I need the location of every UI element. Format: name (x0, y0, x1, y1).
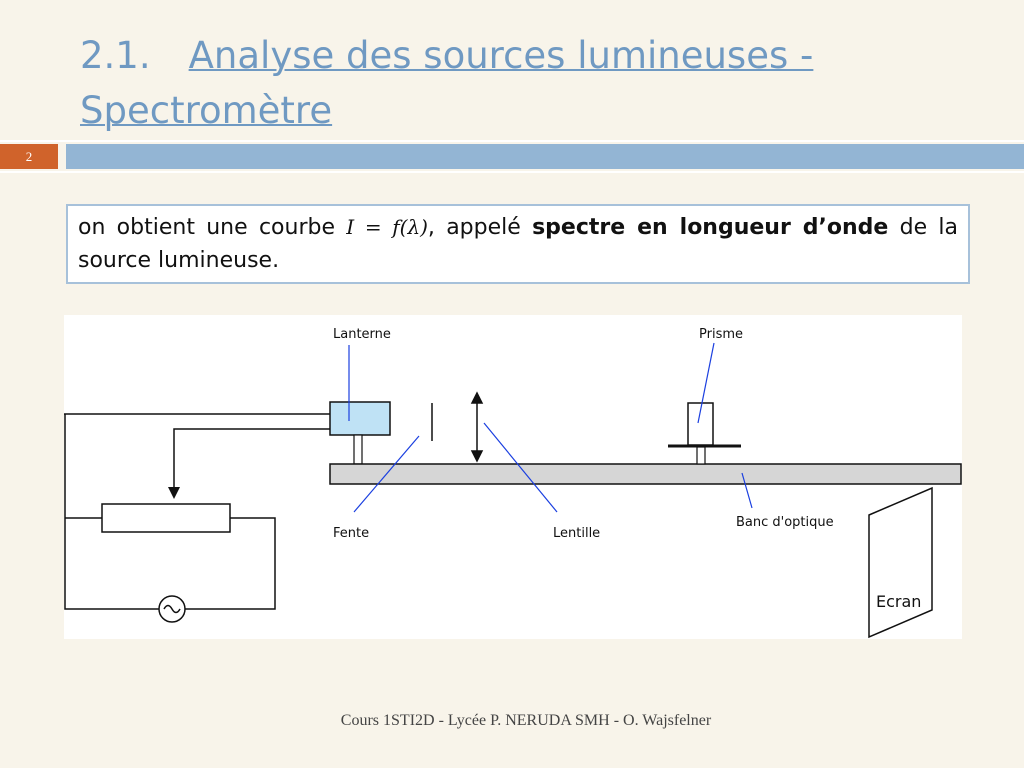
wire-rheostat-right (185, 517, 276, 610)
header-top-rule (0, 140, 1024, 142)
header-blue-bar (66, 144, 1024, 169)
prisme-post (696, 446, 706, 465)
label-lanterne: Lanterne (333, 327, 391, 342)
lanterne-post (353, 434, 363, 465)
label-fente: Fente (333, 526, 369, 541)
lentille-symbol (470, 391, 484, 463)
label-ecran: Ecran (876, 592, 921, 611)
title-text-line2: Spectromètre (80, 89, 333, 132)
ac-source-wave-icon (163, 604, 181, 614)
electric-circuit (64, 413, 330, 623)
label-prisme: Prisme (699, 327, 743, 342)
wire-left-loop (64, 414, 159, 610)
title-number: 2.1. (80, 34, 151, 77)
banc-optique (329, 463, 962, 485)
slide-number-badge: 2 (0, 144, 58, 169)
bold-term: spectre en longueur d’onde (532, 215, 889, 240)
slide-title: 2.1. Analyse des sources lumineuses - Spec… (80, 28, 980, 138)
spectrometer-diagram: Lanterne Prisme Fente Lentille Banc d'op… (64, 315, 962, 639)
header-bottom-rule (0, 171, 1024, 173)
label-lentille: Lentille (553, 526, 600, 541)
label-leaders (348, 342, 753, 513)
title-text-line1: Analyse des sources lumineuses - (188, 34, 814, 77)
diagram-svg: Lanterne Prisme Fente Lentille Banc d'op… (64, 327, 962, 639)
definition-textbox: on obtient une courbe I = f(λ), appelé s… (66, 204, 970, 284)
text-part2: , appelé (427, 215, 533, 240)
text-part3: de la source lumineuse. (78, 215, 958, 273)
ecran-panel (868, 486, 933, 639)
text-part1: on obtient une courbe (78, 215, 347, 240)
lanterne-box (329, 401, 391, 436)
formula: I = f(λ) (346, 215, 428, 239)
title-link[interactable]: Analyse des sources lumineuses - Spectrom… (80, 34, 813, 132)
footer-text: Cours 1STI2D - Lycée P. NERUDA SMH - O. … (340, 712, 712, 729)
wire-slider (173, 428, 330, 487)
label-banc: Banc d'optique (736, 515, 834, 530)
ac-source (158, 595, 186, 623)
slider-arrowhead-icon (168, 487, 180, 499)
rheostat (101, 503, 231, 533)
